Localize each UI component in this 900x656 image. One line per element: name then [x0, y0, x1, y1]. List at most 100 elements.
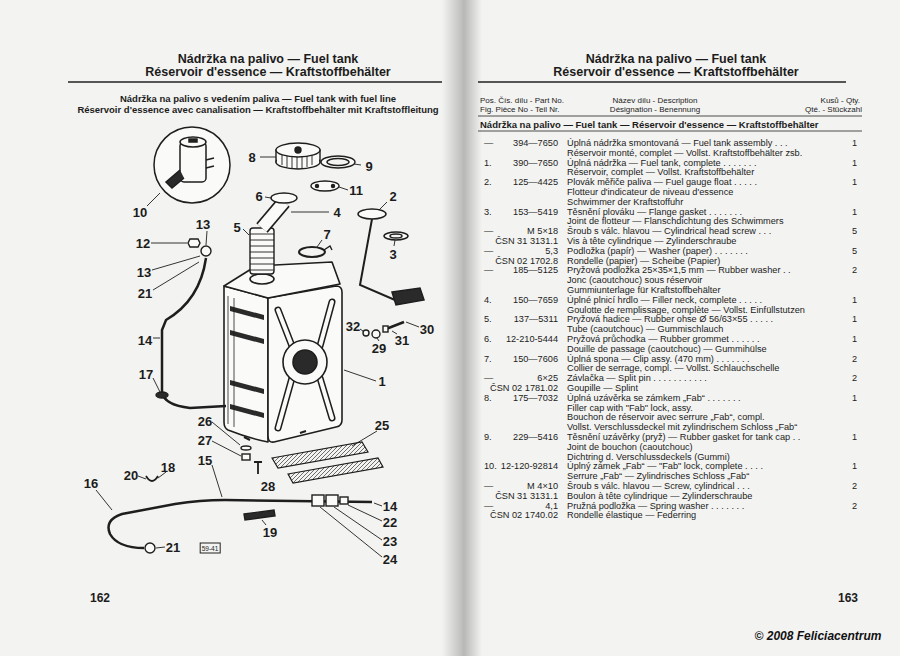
part-number: ČSN 02 1702.8 — [495, 256, 558, 266]
callout-number: 6 — [255, 189, 262, 204]
leader-lines — [152, 256, 200, 270]
fuel-tank — [224, 262, 340, 298]
callout-number: 27 — [198, 433, 212, 448]
description-cell: Úplné plnicí hrdlo — Filler neck, comple… — [567, 295, 762, 305]
leader-lines — [352, 431, 377, 446]
leader-lines — [374, 503, 382, 506]
description-cell: Pryžová hadice — Rubber ohse Ø 56/63×55 … — [567, 314, 773, 324]
part-number: 229—5416 — [513, 432, 558, 442]
callout-number: 26 — [198, 414, 212, 429]
description-cell: Šroub s válc. hlavou — Cylindrical head … — [567, 226, 771, 236]
description-cell: Joint de bouchon (caoutchouc) — [567, 442, 693, 452]
leader-lines — [360, 329, 363, 331]
callout-number: 13 — [137, 265, 151, 280]
callout-number: 7 — [323, 227, 330, 242]
description-cell: Rondelle (papier) — Scheibe (Papier) — [567, 256, 720, 266]
quantity-cell: 1 — [852, 314, 857, 324]
filler-neck — [299, 247, 325, 257]
rules — [478, 131, 862, 132]
fuel-tank — [278, 302, 332, 428]
leader-lines — [265, 197, 271, 198]
part-number: M 5×18 — [527, 226, 558, 236]
column-header: Název dílu - Description — [613, 96, 698, 105]
quantity-cell: 2 — [852, 501, 857, 511]
leader-lines — [262, 520, 266, 525]
callout-number: 25 — [375, 418, 389, 433]
description-cell: Tube (caoutchouc) — Gummischlauch — [567, 324, 723, 334]
callout-number: 31 — [395, 333, 409, 348]
position-cell: 1. — [484, 158, 492, 168]
fuel-tap-and-pipe — [188, 239, 200, 247]
description-cell: Úplná spona — Clip assy. (470 mm) . . . … — [567, 354, 750, 364]
part-number: 12-120-92814 — [501, 461, 558, 471]
part-number: ČSN 31 3131.1 — [495, 491, 558, 501]
position-cell: 6. — [484, 334, 492, 344]
fuel-tank — [278, 302, 332, 428]
leader-lines — [344, 370, 376, 381]
description-cell: Gummiunterlage für Kraftstoffbehälter — [567, 285, 721, 295]
lock-detail-inset — [189, 139, 197, 142]
description-cell: Plovák měřiče paliva — Fuel gauge float … — [567, 177, 757, 187]
lock-detail-inset — [154, 127, 230, 203]
quantity-cell: 1 — [852, 138, 857, 148]
part-number: 175—7032 — [513, 393, 558, 403]
callout-number: 19 — [263, 525, 277, 540]
filler-cap — [295, 147, 301, 153]
callout-number: 12 — [136, 236, 150, 251]
part-number: ČSN 31 3131.1 — [495, 236, 558, 246]
drain-and-bottom-line — [244, 510, 275, 520]
rules — [478, 116, 862, 117]
rules — [68, 81, 442, 83]
fuel-gauge-float — [392, 288, 424, 305]
position-cell: — — [484, 481, 493, 491]
leader-lines — [334, 507, 382, 540]
book-gutter — [442, 0, 482, 656]
quantity-cell: 2 — [852, 373, 857, 383]
fuel-tank — [283, 340, 327, 384]
description-cell: Douille de passage (caoutchouc) — Gummih… — [567, 344, 767, 354]
leader-lines — [339, 187, 348, 190]
fuel-gauge-float — [358, 209, 386, 219]
position-cell: 3. — [484, 207, 492, 217]
description-cell: Úplná nádržka — Fuel tank, complete . . … — [567, 158, 756, 168]
filler-cap — [327, 159, 349, 166]
description-cell: Vis à tête cylindrique — Zylinderschraub… — [567, 236, 736, 246]
quantity-cell: 1 — [852, 432, 857, 442]
fuel-tank — [250, 274, 274, 284]
filler-neck — [271, 193, 297, 203]
position-cell: — — [484, 265, 493, 275]
description-cell: Boulon à tête cylindrique — Zylinderschr… — [567, 491, 752, 501]
page-number: 163 — [838, 591, 858, 605]
column-header: Fig. Pièce No - Teil Nr. — [480, 105, 559, 114]
position-cell: 5. — [484, 314, 492, 324]
column-header: Qté. - Stückzahl — [805, 105, 862, 114]
filler-cap — [282, 155, 312, 169]
leader-lines — [379, 202, 387, 210]
fuel-tank — [244, 431, 306, 440]
description-cell: Pružná podložka — Spring washer . . . . … — [567, 501, 744, 511]
part-number: 394—7650 — [513, 138, 558, 148]
filler-cap — [321, 156, 355, 168]
leader-lines — [206, 231, 207, 245]
position-cell: 10. — [484, 461, 497, 471]
callout-number: 15 — [198, 453, 212, 468]
leader-lines — [260, 157, 276, 158]
column-header: Kusů - Qty. — [821, 96, 860, 105]
quantity-cell: 2 — [852, 481, 857, 491]
filler-cap — [276, 143, 320, 157]
filler-neck — [250, 193, 332, 274]
description-cell: Podložka (papír) — Washer (paper) . . . … — [567, 246, 748, 256]
position-cell: 2. — [484, 177, 492, 187]
quantity-cell: 2 — [852, 265, 857, 275]
column-header: Désignation - Benennung — [610, 105, 700, 114]
part-number: 153—5419 — [513, 207, 558, 217]
drain-and-bottom-line — [146, 476, 158, 481]
description-cell: Úplná uzávěrka se zámkem „Fab“ . . . . .… — [567, 393, 741, 403]
leader-lines — [156, 547, 165, 548]
position-cell: 7. — [484, 354, 492, 364]
callout-number: 8 — [248, 150, 255, 165]
fuel-gauge-float — [384, 232, 408, 240]
part-number: 150—7659 — [513, 295, 558, 305]
part-number: 185—5125 — [513, 265, 558, 275]
